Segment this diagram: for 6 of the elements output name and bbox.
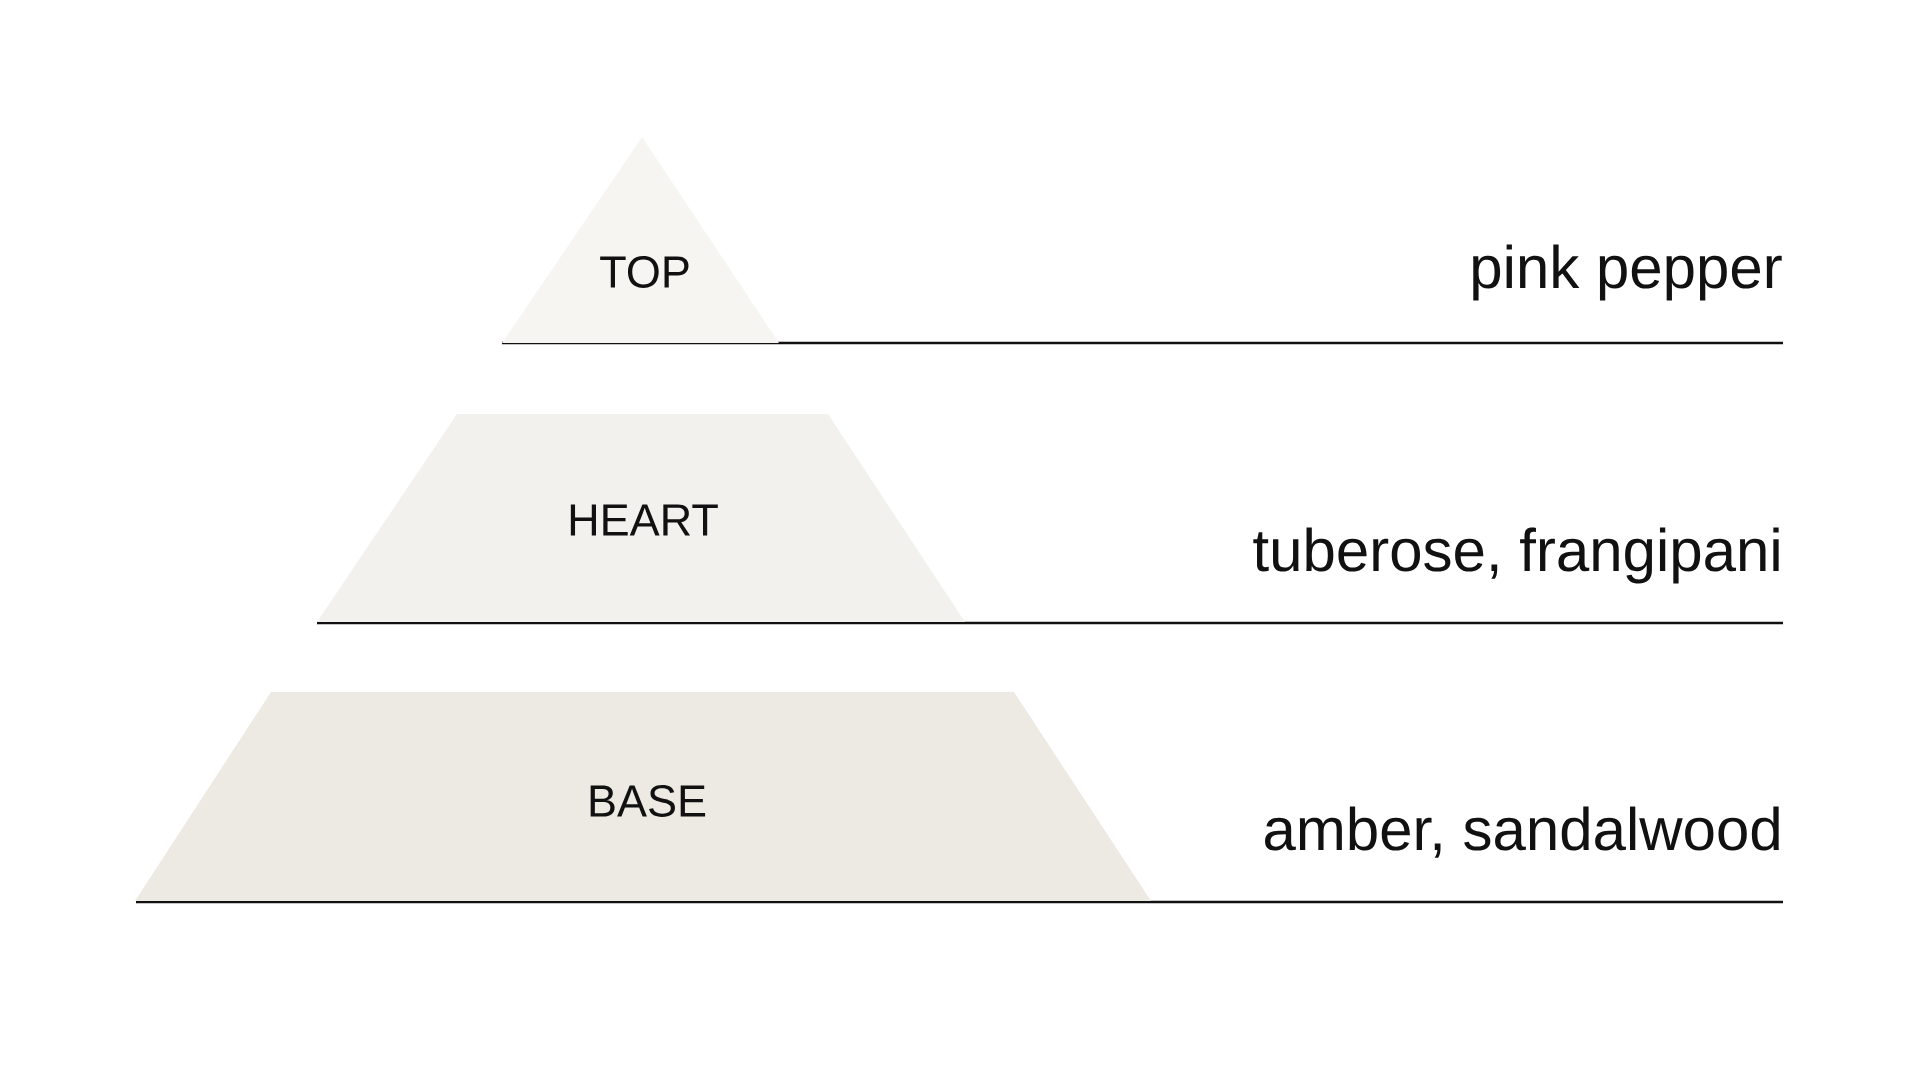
pyramid-tier: HEART: [317, 414, 965, 622]
note-text: pink pepper: [1473, 244, 1782, 301]
note-text: amber, sandalwood: [1265, 806, 1779, 858]
pyramid-tier: BASE: [135, 692, 1151, 901]
note-text: tuberose, frangipani: [1253, 527, 1779, 584]
pyramid-tier: TOP: [502, 137, 779, 343]
